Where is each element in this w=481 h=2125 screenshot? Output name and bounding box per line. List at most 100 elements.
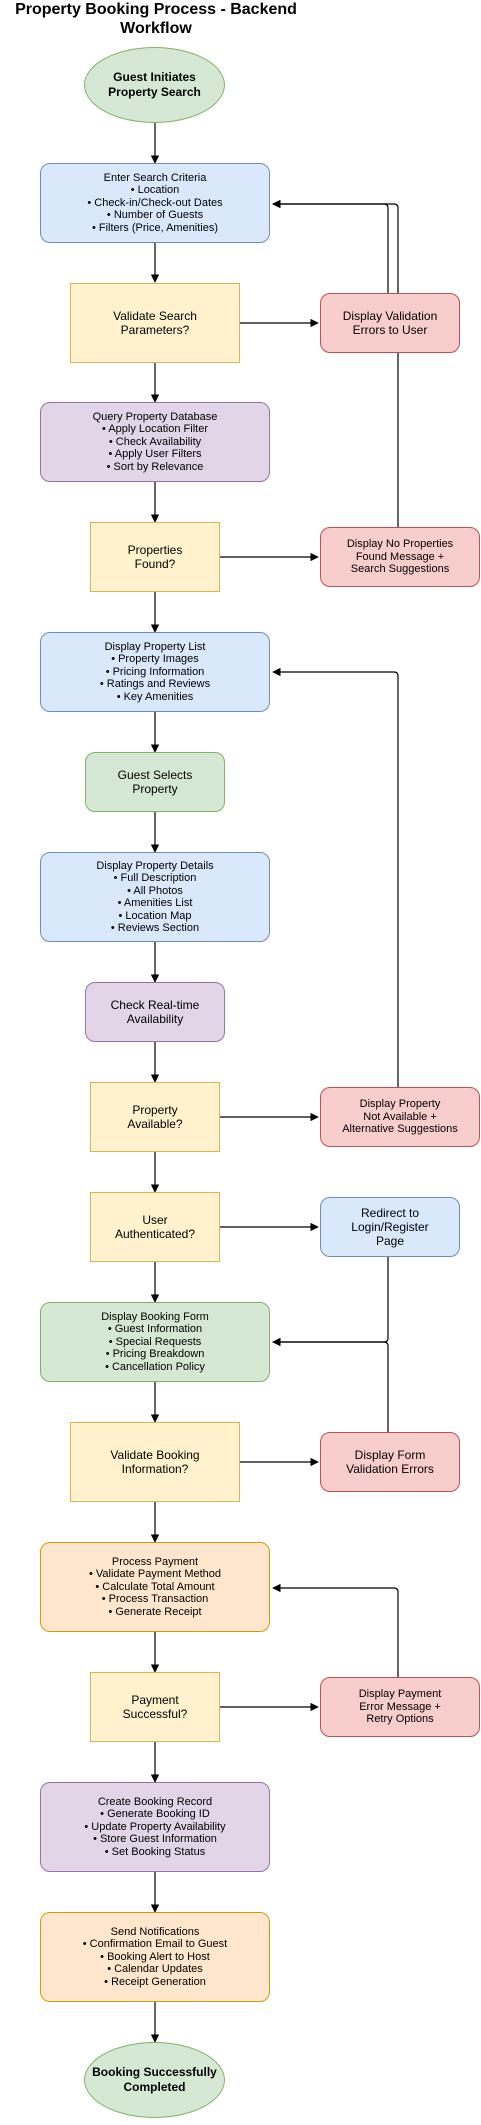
create-record-line-3: • Update Property Availability — [84, 1820, 226, 1833]
send-notifications-line-5: • Receipt Generation — [104, 1975, 206, 1988]
process-payment-line-1: Process Payment — [111, 1555, 199, 1568]
property-list-line-4: • Ratings and Reviews — [99, 678, 211, 691]
query-db-line-3: • Check Availability — [108, 435, 202, 448]
redirect-login-line-2: Login/Register — [351, 1220, 429, 1234]
not-available-line-3: Alternative Suggestions — [342, 1123, 458, 1136]
payment-successful-line-1: Payment — [131, 1693, 179, 1707]
property-details-node: Display Property Details• Full Descripti… — [40, 852, 270, 942]
properties-found-line-1: Properties — [127, 543, 183, 557]
property-list-node: Display Property List• Property Images• … — [40, 632, 270, 712]
loop-validation-errors-to-criteria — [272, 199, 389, 293]
not-available-line-1: Display Property — [359, 1098, 441, 1111]
search-criteria-line-3: • Check-in/Check-out Dates — [87, 196, 223, 209]
validate-search-line-2: Parameters? — [120, 323, 190, 337]
start-line-1: Guest Initiates — [113, 70, 196, 84]
create-record-line-4: • Store Guest Information — [93, 1833, 217, 1846]
create-record-node: Create Booking Record• Generate Booking … — [40, 1782, 270, 1872]
payment-error-line-1: Display Payment — [358, 1688, 442, 1701]
search-criteria-line-1: Enter Search Criteria — [103, 171, 207, 184]
query-database-node: Query Property Database• Apply Location … — [40, 402, 270, 482]
booking-form-node: Display Booking Form• Guest Information•… — [40, 1302, 270, 1382]
query-db-line-4: • Apply User Filters — [108, 448, 202, 461]
search-criteria-line-2: • Location — [130, 184, 180, 197]
validation-errors-line-1: Display Validation — [342, 309, 438, 323]
loop-payment-error-to-payment — [272, 1583, 399, 1677]
process-payment-node: Process Payment• Validate Payment Method… — [40, 1542, 270, 1632]
process-payment-line-4: • Process Transaction — [101, 1593, 209, 1606]
property-list-line-3: • Pricing Information — [105, 665, 205, 678]
process-payment-line-2: • Validate Payment Method — [88, 1568, 222, 1581]
loop-form-errors-to-form — [272, 1337, 389, 1432]
payment-successful-line-2: Successful? — [122, 1707, 188, 1721]
search-criteria-line-5: • Filters (Price, Amenities) — [91, 221, 219, 234]
title-line-1: Property Booking Process - Backend — [15, 1, 297, 18]
end-line-1: Booking Successfully — [92, 2065, 217, 2079]
check-availability-line-2: Availability — [126, 1012, 184, 1026]
validation-errors-line-2: Errors to User — [352, 323, 428, 337]
loop-login-to-form — [272, 1257, 389, 1347]
booking-form-line-5: • Cancellation Policy — [105, 1360, 205, 1373]
no-properties-line-2: Found Message + — [355, 550, 445, 563]
process-payment-line-5: • Generate Receipt — [108, 1605, 202, 1618]
property-available-line-1: Property — [132, 1103, 178, 1117]
diagram-title: Property Booking Process - Backend Workf… — [0, 0, 312, 38]
send-notifications-line-3: • Booking Alert to Host — [100, 1950, 210, 1963]
title-line-2: Workflow — [120, 20, 192, 37]
start-line-2: Property Search — [108, 85, 201, 99]
redirect-login-line-1: Redirect to — [360, 1206, 420, 1220]
send-notifications-line-2: • Confirmation Email to Guest — [82, 1938, 228, 1951]
property-list-line-2: • Property Images — [111, 653, 199, 666]
query-db-line-5: • Sort by Relevance — [106, 460, 204, 473]
booking-form-line-2: • Guest Information — [107, 1323, 203, 1336]
end-line-2: Completed — [123, 2080, 186, 2094]
not-available-line-2: Not Available + — [363, 1110, 437, 1123]
user-authenticated-line-2: Authenticated? — [114, 1227, 196, 1241]
property-details-line-4: • Amenities List — [117, 897, 193, 909]
guest-selects-line-2: Property — [132, 782, 178, 796]
create-record-line-1: Create Booking Record — [97, 1795, 213, 1808]
loop-not-available-to-list — [272, 667, 399, 1087]
validate-search-line-1: Validate Search — [113, 309, 197, 323]
user-authenticated-line-1: User — [142, 1213, 168, 1227]
property-list-line-1: Display Property List — [104, 640, 206, 653]
check-availability-line-1: Check Real-time — [110, 998, 200, 1012]
search-criteria-line-4: • Number of Guests — [106, 209, 204, 222]
booking-form-line-3: • Special Requests — [108, 1335, 202, 1348]
property-details-line-1: Display Property Details — [96, 859, 214, 872]
payment-error-line-3: Retry Options — [366, 1713, 434, 1726]
send-notifications-line-4: • Calendar Updates — [107, 1963, 203, 1976]
form-errors-line-1: Display Form — [354, 1448, 426, 1462]
no-properties-line-1: Display No Properties — [346, 538, 454, 551]
guest-selects-line-1: Guest Selects — [117, 768, 193, 782]
query-db-line-1: Query Property Database — [92, 410, 218, 423]
redirect-login-line-3: Page — [375, 1234, 405, 1248]
property-details-line-5: • Location Map — [118, 909, 192, 922]
property-details-line-3: • All Photos — [127, 884, 183, 897]
booking-form-line-4: • Pricing Breakdown — [105, 1348, 205, 1361]
property-list-line-5: • Key Amenities — [116, 690, 194, 703]
validate-booking-line-1: Validate Booking — [110, 1448, 200, 1462]
booking-form-line-1: Display Booking Form — [101, 1310, 209, 1323]
loop-no-properties-to-criteria — [272, 199, 399, 527]
property-available-line-2: Available? — [127, 1117, 183, 1131]
no-properties-line-3: Search Suggestions — [350, 563, 450, 576]
payment-error-line-2: Error Message + — [359, 1700, 441, 1713]
query-db-line-2: • Apply Location Filter — [102, 423, 208, 436]
validate-booking-line-2: Information? — [121, 1462, 189, 1476]
property-details-line-6: • Reviews Section — [110, 922, 200, 934]
process-payment-line-3: • Calculate Total Amount — [95, 1580, 215, 1593]
create-record-line-5: • Set Booking Status — [104, 1845, 206, 1858]
